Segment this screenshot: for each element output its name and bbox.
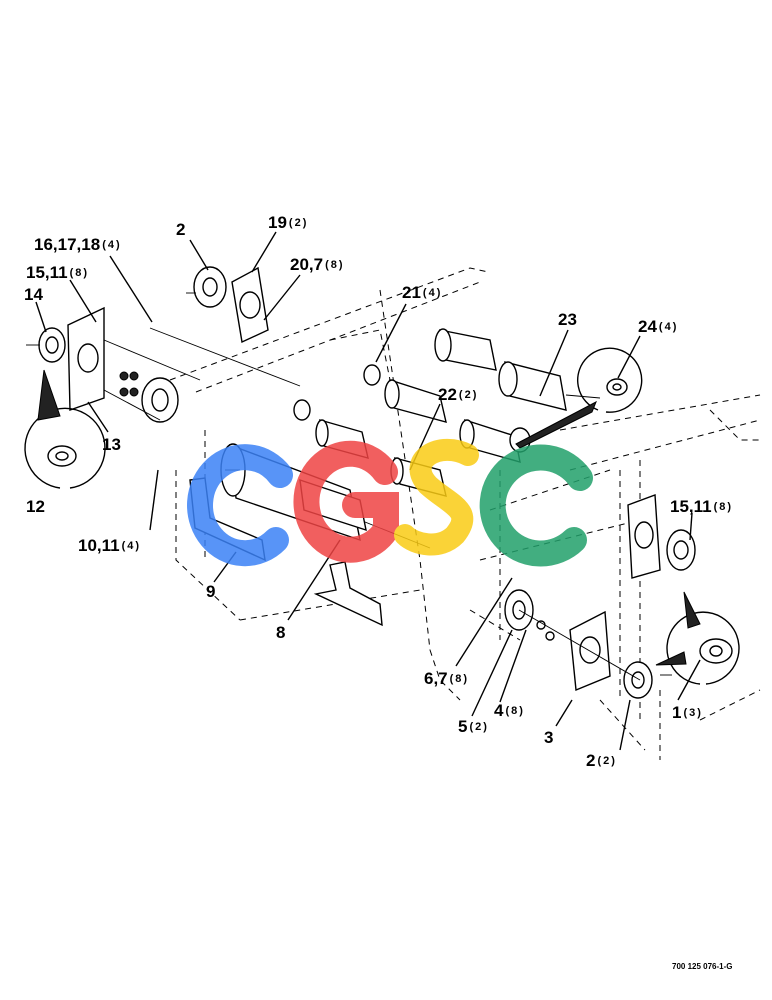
left-bearing-assembly xyxy=(26,306,201,423)
watermark-letter-3 xyxy=(394,438,479,556)
callout-10-11: 10,11(4) xyxy=(78,536,142,555)
callout-1: 1(3) xyxy=(672,703,703,722)
callout-19: 19(2) xyxy=(268,213,309,232)
callout-23: 23 xyxy=(558,310,577,329)
callout-24: 24(4) xyxy=(638,317,679,336)
callout-16-17-18: 16,17,18(4) xyxy=(34,235,122,254)
callout-21: 21(4) xyxy=(402,283,443,302)
left-inset-detail xyxy=(24,369,106,489)
callout-14: 14 xyxy=(24,285,43,304)
watermark-letter-2 xyxy=(293,440,399,563)
right-bearing-assembly xyxy=(504,494,696,699)
drawing-number: 700 125 076-1-G xyxy=(672,962,733,971)
right-inset-details xyxy=(515,347,740,685)
watermark-letter-4 xyxy=(479,444,593,567)
watermark-letter-1 xyxy=(187,444,293,567)
callout-22: 22(2) xyxy=(438,385,479,404)
callout-6-7: 6,7(8) xyxy=(424,669,470,688)
callout-15-11-left: 15,11(8) xyxy=(26,263,90,282)
callout-2-bottom: 2(2) xyxy=(586,751,617,770)
callout-5: 5(2) xyxy=(458,717,489,736)
callout-3: 3 xyxy=(544,728,554,747)
rollers xyxy=(220,328,601,549)
top-bearing-and-plate xyxy=(149,266,301,387)
leader-lines xyxy=(35,231,701,751)
callout-2-top: 2 xyxy=(176,220,186,239)
callout-13: 13 xyxy=(102,435,121,454)
callout-4: 4(8) xyxy=(494,701,525,720)
callout-9: 9 xyxy=(206,582,216,601)
watermark xyxy=(187,438,593,567)
callout-12: 12 xyxy=(26,497,45,516)
callout-20-7: 20,7(8) xyxy=(290,255,345,274)
callout-8: 8 xyxy=(276,623,286,642)
callout-15-11-right: 15,11(8) xyxy=(670,497,734,516)
